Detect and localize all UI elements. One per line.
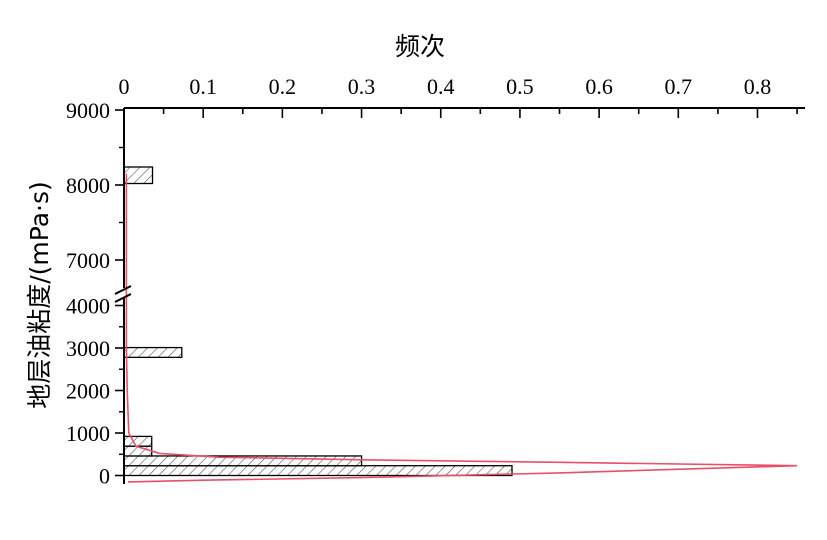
tick-labels: 0 1000 2000 3000 4000 7000 8000 9000 0 0.1 0.2 0.3 0… bbox=[66, 74, 771, 489]
y-tick-label: 7000 bbox=[66, 248, 110, 273]
x-axis-title: 频次 bbox=[395, 32, 445, 61]
y-tick-label: 4000 bbox=[66, 294, 110, 319]
axis-break-mark-2 bbox=[114, 293, 132, 303]
axis-break-mark-1 bbox=[114, 285, 132, 295]
y-tick-label: 1000 bbox=[66, 421, 110, 446]
y-tick-label: 8000 bbox=[66, 173, 110, 198]
bar-4 bbox=[123, 346, 183, 359]
x-tick-label: 0 bbox=[119, 74, 130, 99]
x-tick-label: 0.6 bbox=[585, 74, 613, 99]
fit-curve bbox=[125, 173, 798, 483]
y-tick-label: 3000 bbox=[66, 336, 110, 361]
axes bbox=[114, 107, 805, 484]
x-tick-label: 0.3 bbox=[348, 74, 376, 99]
x-tick-label: 0.4 bbox=[427, 74, 455, 99]
x-tick-label: 0.7 bbox=[665, 74, 693, 99]
bar-0 bbox=[123, 465, 513, 477]
bar-2 bbox=[123, 445, 153, 457]
y-tick-label: 9000 bbox=[66, 98, 110, 123]
fit-curve-line bbox=[125, 173, 798, 483]
x-tick-label: 0.5 bbox=[506, 74, 534, 99]
y-tick-label: 0 bbox=[99, 464, 110, 489]
bar-5 bbox=[123, 166, 154, 185]
x-tick-label: 0.8 bbox=[744, 74, 772, 99]
y-axis-title: 地层油粘度/(mPa·s) bbox=[25, 181, 54, 409]
bar-3 bbox=[123, 435, 153, 447]
x-tick-label: 0.2 bbox=[269, 74, 297, 99]
bars bbox=[123, 166, 513, 477]
x-tick-label: 0.1 bbox=[189, 74, 217, 99]
y-tick-label: 2000 bbox=[66, 379, 110, 404]
